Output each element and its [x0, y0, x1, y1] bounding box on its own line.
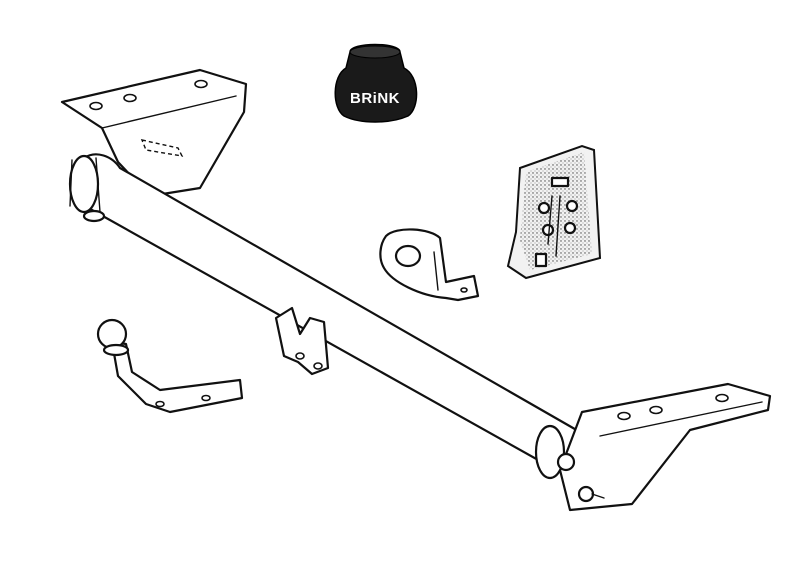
left-mounting-bracket: [60, 68, 248, 198]
nut-right: [556, 452, 576, 472]
bolt: [534, 252, 548, 268]
bolt-hole: [89, 101, 103, 111]
bolt-hole: [123, 93, 137, 103]
bolt-hole: [715, 393, 729, 403]
bolt-hole: [155, 400, 165, 408]
bolt: [550, 176, 570, 188]
tow-ball: [96, 318, 128, 350]
bolt-hole: [313, 362, 323, 370]
tube-end-right: [534, 424, 566, 480]
bolt-hole: [460, 287, 468, 293]
washer: [565, 199, 579, 213]
bolt-hole: [649, 405, 663, 415]
tow-ball-cap: BRiNK: [334, 43, 418, 123]
washer: [541, 223, 555, 237]
cap-brand-label: BRiNK: [350, 90, 400, 107]
bolt-hole: [194, 79, 208, 89]
bolt-hole: [201, 394, 211, 402]
center-bracket: [274, 306, 330, 376]
bolt-hole: [295, 352, 305, 360]
nut-right-lower: [577, 485, 595, 503]
tow-ball-neck: [96, 318, 244, 414]
nut-left: [82, 209, 106, 223]
washer: [563, 221, 577, 235]
washer: [537, 201, 551, 215]
bolt-kit-bag: [506, 144, 602, 280]
tube-end-left: [68, 154, 100, 214]
crossbar-tube: [68, 153, 582, 472]
right-mounting-bracket: [534, 382, 772, 512]
bolt-hole: [617, 411, 631, 421]
socket-hole: [394, 244, 422, 268]
ball-collar: [102, 343, 130, 357]
socket-mounting-plate: [379, 228, 480, 302]
